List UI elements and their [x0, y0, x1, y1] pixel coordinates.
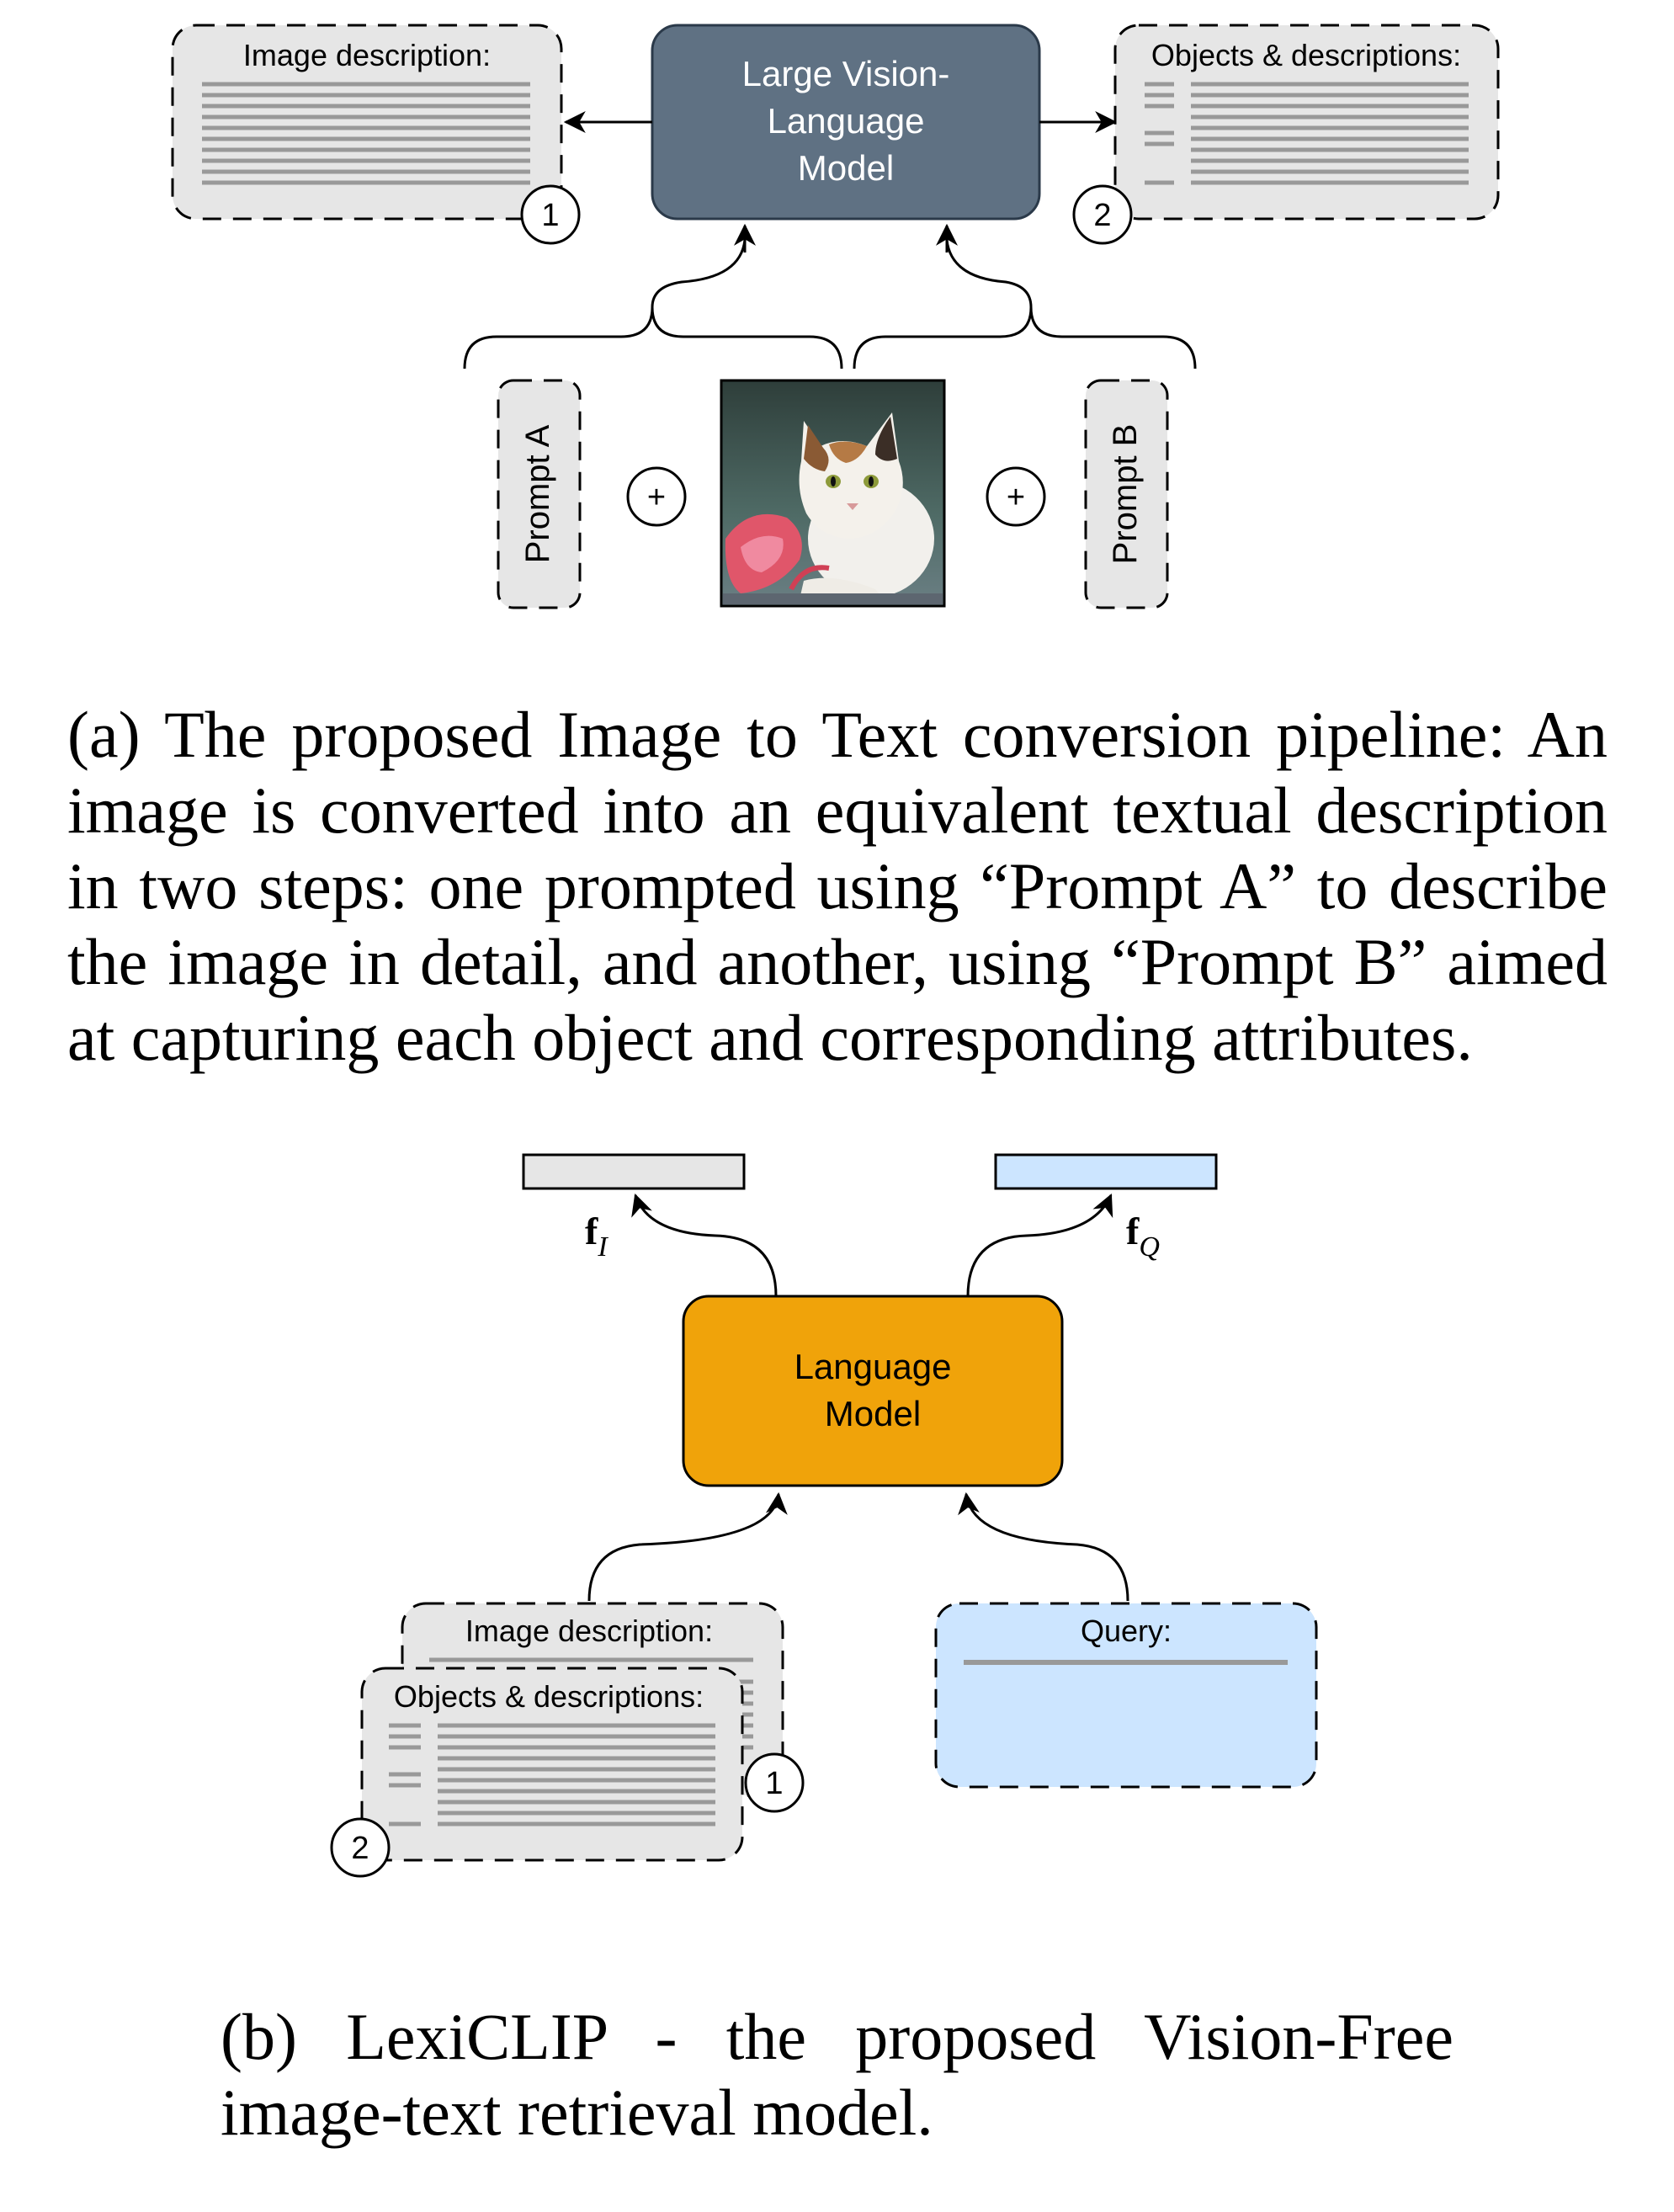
a-prompt-a-box: Prompt A	[497, 379, 582, 609]
b-feature-query-bar	[994, 1153, 1218, 1190]
a-objects-short-lines	[1145, 82, 1174, 185]
b-arrow-from-query	[958, 1492, 1129, 1602]
b-objects-short-lines	[389, 1723, 421, 1826]
a-input-image	[720, 379, 946, 608]
caption-b: (b) LexiCLIP - the proposed Vision-Free …	[221, 1999, 1453, 2151]
b-image-description-title: Image description:	[465, 1614, 713, 1648]
b-query-box: Query:	[934, 1602, 1318, 1789]
a-brace-right-lower	[1029, 306, 1197, 370]
a-prompt-b-box: Prompt B	[1084, 379, 1169, 609]
a-image-description-box: Image description: 1	[171, 24, 581, 245]
caption-a-line-1: (a) The proposed Image to Text conversio…	[67, 698, 1608, 771]
b-arrow-from-descriptions	[587, 1492, 788, 1602]
a-badge-2-label: 2	[1093, 198, 1111, 233]
a-objects-title: Objects & descriptions:	[1151, 38, 1461, 72]
a-lvlm-line-1: Large Vision-	[742, 54, 950, 93]
b-language-model-box: Language Model	[682, 1295, 1064, 1487]
a-plus-left	[626, 466, 687, 527]
a-lvlm-line-3: Model	[798, 148, 894, 188]
b-badge-1-label: 1	[765, 1766, 783, 1801]
b-arrow-to-feature-query	[966, 1194, 1113, 1297]
a-badge-1-label: 1	[541, 198, 559, 233]
caption-a: (a) The proposed Image to Text conversio…	[67, 697, 1608, 1076]
caption-a-line-2: image is converted into an equivalent te…	[67, 774, 1608, 847]
b-badge-2-label: 2	[351, 1831, 369, 1866]
b-badge-2	[330, 1817, 391, 1878]
a-plus-right	[986, 466, 1046, 527]
b-badge-1	[744, 1752, 805, 1813]
caption-a-line-4: the image in detail, and another, using …	[67, 925, 1608, 998]
b-feature-image-bar	[522, 1153, 746, 1190]
b-objects-title: Objects & descriptions:	[394, 1679, 704, 1714]
a-objects-long-lines	[1191, 82, 1469, 185]
caption-a-line-5: at capturing each object and correspondi…	[67, 1001, 1473, 1074]
b-query-title: Query:	[1081, 1614, 1172, 1648]
a-plus-right-label: +	[1007, 480, 1025, 515]
b-objects-long-lines	[438, 1723, 715, 1826]
a-badge-1	[520, 184, 581, 245]
caption-b-line-1: (b) LexiCLIP - the proposed Vision-Free	[221, 2000, 1453, 2073]
a-prompt-b-label: Prompt B	[1107, 424, 1144, 565]
a-image-description-text-lines	[202, 82, 530, 185]
a-plus-left-label: +	[647, 480, 666, 515]
a-objects-descriptions-box: Objects & descriptions: 2	[1072, 24, 1500, 245]
a-badge-2	[1072, 184, 1133, 245]
b-language-model-line-1: Language	[794, 1347, 952, 1386]
b-objects-descriptions-box: Objects & descriptions: 2	[330, 1667, 744, 1878]
a-large-vision-language-model-box: Large Vision- Language Model	[651, 24, 1041, 221]
a-brace-left-lower	[651, 306, 843, 370]
b-language-model-line-2: Model	[825, 1394, 921, 1433]
a-lvlm-line-2: Language	[768, 101, 925, 141]
a-prompt-a-label: Prompt A	[519, 424, 556, 563]
caption-a-line-3: in two steps: one prompted using “Prompt…	[67, 849, 1608, 923]
a-brace-right-upper	[853, 239, 1033, 370]
b-arrow-to-feature-image	[631, 1193, 778, 1297]
b-feature-image-label: fI	[585, 1210, 608, 1263]
a-image-description-title: Image description:	[243, 38, 491, 72]
b-feature-query-label: fQ	[1126, 1210, 1160, 1263]
caption-b-line-2: image-text retrieval model.	[221, 2076, 933, 2149]
a-brace-left-upper	[463, 239, 747, 370]
